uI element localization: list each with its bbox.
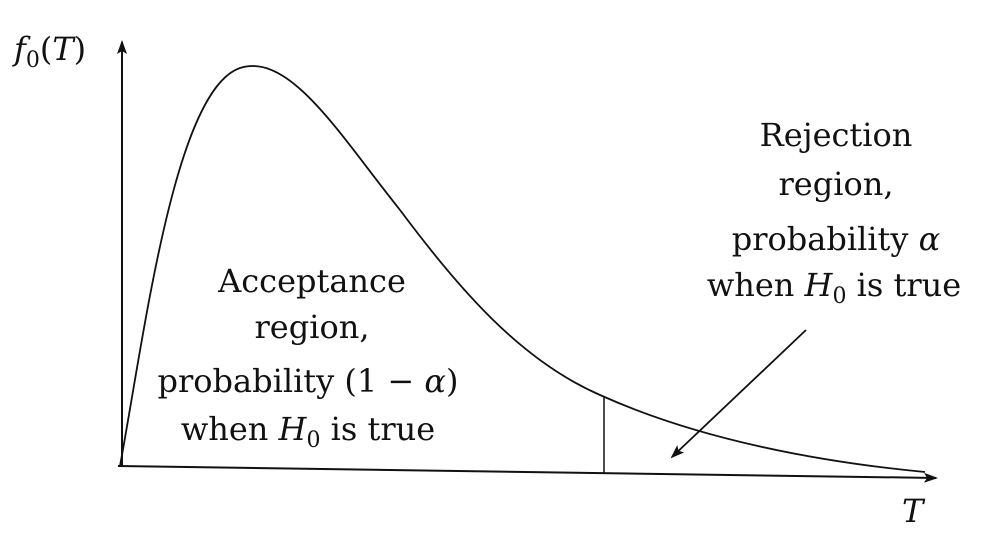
density-curve — [119, 65, 926, 473]
acceptance-line-1: Acceptance — [217, 262, 406, 300]
acceptance-line-4: when H0 is true — [181, 410, 435, 453]
rejection-line-4: when H0 is true — [707, 266, 961, 309]
rejection-pointer-arrow — [670, 329, 807, 459]
rejection-line-1: Rejection — [760, 116, 913, 154]
rejection-line-2: region, — [779, 165, 894, 203]
rejection-line-3: probability α — [732, 220, 941, 258]
acceptance-annotation: Acceptance region, probability (1 − α) w… — [158, 262, 459, 453]
acceptance-line-2: region, — [255, 308, 370, 346]
rejection-annotation: Rejection region, probability α when H0 … — [707, 116, 961, 309]
acceptance-line-3: probability (1 − α) — [158, 362, 459, 400]
y-axis-label: f0(T) — [12, 30, 86, 73]
x-axis-label: T — [902, 492, 926, 530]
x-axis — [117, 465, 938, 483]
